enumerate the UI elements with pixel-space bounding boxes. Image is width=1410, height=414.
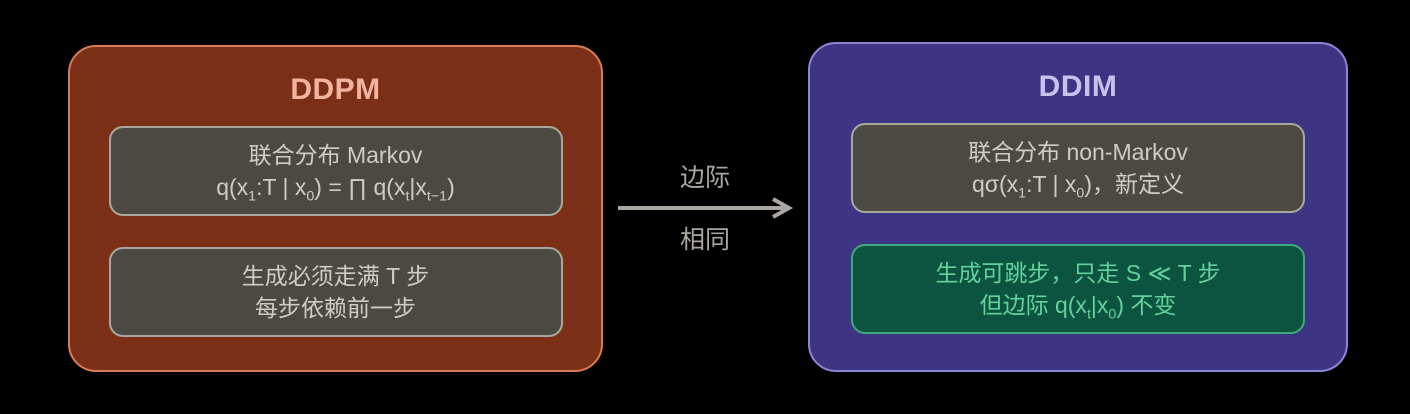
ddim-skip-steps-card: 生成可跳步，只走 S ≪ T 步 但边际 q(xt|x0) 不变 <box>851 244 1305 334</box>
ddpm-joint-line: 联合分布 Markov <box>248 142 423 168</box>
arrow-right-icon <box>618 197 794 219</box>
marginal-connector: 边际 相同 <box>612 162 798 256</box>
ddpm-steps-line2: 每步依赖前一步 <box>255 295 416 321</box>
ddpm-joint-distribution-card: 联合分布 Markov q(x1:T | x0) = ∏ q(xt|xt−1) <box>108 126 563 216</box>
connector-label-top: 边际 <box>679 164 730 192</box>
ddim-skip-line1: 生成可跳步，只走 S ≪ T 步 <box>935 260 1221 286</box>
ddim-joint-distribution-card: 联合分布 non-Markov qσ(x1:T | x0)，新定义 <box>851 123 1305 213</box>
ddpm-steps-card: 生成必须走满 T 步 每步依赖前一步 <box>108 247 563 337</box>
ddpm-title: DDPM <box>290 73 381 106</box>
connector-label-bottom: 相同 <box>679 226 730 254</box>
ddim-panel: DDIM 联合分布 non-Markov qσ(x1:T | x0)，新定义 生… <box>808 42 1348 372</box>
ddim-title: DDIM <box>1038 70 1118 103</box>
ddpm-joint-formula: q(x1:T | x0) = ∏ q(xt|xt−1) <box>216 174 455 205</box>
ddim-skip-line2: 但边际 q(xt|x0) 不变 <box>979 292 1177 323</box>
ddpm-panel: DDPM 联合分布 Markov q(x1:T | x0) = ∏ q(xt|x… <box>68 45 603 372</box>
ddpm-steps-line1: 生成必须走满 T 步 <box>241 263 430 289</box>
ddim-joint-line: 联合分布 non-Markov <box>968 139 1188 165</box>
ddim-joint-formula: qσ(x1:T | x0)，新定义 <box>972 171 1184 202</box>
